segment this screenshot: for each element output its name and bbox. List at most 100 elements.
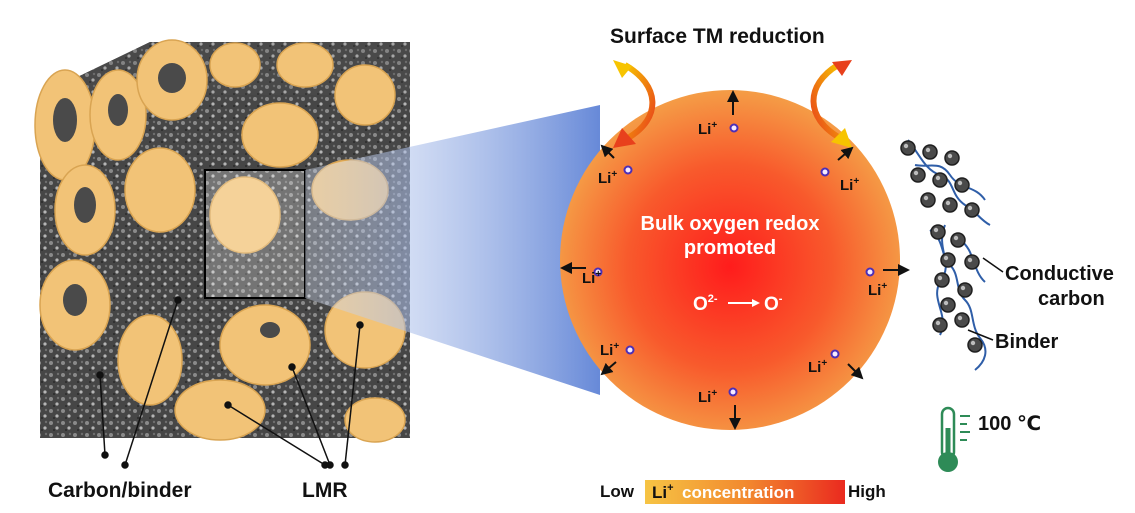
li-ion: Li+ xyxy=(600,341,635,376)
legend-low: Low xyxy=(600,482,635,501)
li-ion-marker xyxy=(625,345,635,355)
zoom-selection-box xyxy=(204,169,306,299)
lmr-particle xyxy=(209,176,281,254)
lmr-particle-zoom xyxy=(560,90,900,430)
carbon-highlight xyxy=(960,285,966,291)
li-ion-marker xyxy=(820,167,830,177)
carbon-highlight xyxy=(957,315,963,321)
label-conductive: Conductive xyxy=(1005,263,1114,285)
carbon-highlight xyxy=(967,257,973,263)
lmr-particle xyxy=(241,102,319,168)
carbon-highlight xyxy=(913,170,919,176)
carbon-sphere xyxy=(942,197,958,213)
lmr-particle xyxy=(344,397,406,443)
lmr-hole xyxy=(158,63,186,93)
lmr-particle xyxy=(117,314,183,406)
lmr-particle xyxy=(124,147,196,233)
li-ion-marker xyxy=(623,165,633,175)
lmr-particle xyxy=(174,379,266,441)
lmr-hole xyxy=(74,187,96,223)
li-ion-label: Li+ xyxy=(840,176,859,194)
li-ion-arrow xyxy=(600,144,615,159)
carbon-highlight xyxy=(935,320,941,326)
label-binder: Binder xyxy=(995,331,1059,353)
lmr-hole xyxy=(53,98,77,142)
carbon-highlight xyxy=(937,275,943,281)
carbon-sphere xyxy=(964,254,980,270)
carbon-highlight xyxy=(933,227,939,233)
carbon-sphere xyxy=(910,167,926,183)
redox-reaction: O2- O- xyxy=(693,293,783,315)
li-ion-label: Li+ xyxy=(808,358,827,376)
carbon-sphere xyxy=(964,202,980,218)
li-ion-label: Li+ xyxy=(698,388,717,406)
zoom-beam xyxy=(305,105,600,395)
carbon-network xyxy=(900,140,983,353)
legend-ion: Li+ xyxy=(652,482,674,502)
carbon-highlight xyxy=(943,300,949,306)
li-ion: Li+ xyxy=(808,349,864,380)
label-carbon: carbon xyxy=(1038,288,1105,310)
reaction-to: O- xyxy=(764,293,783,315)
carbon-sphere xyxy=(932,172,948,188)
li-ion: Li+ xyxy=(560,262,603,287)
lmr-particle xyxy=(276,42,334,88)
carbon-sphere xyxy=(944,150,960,166)
li-ion-marker xyxy=(593,267,603,277)
li-ion: Li+ xyxy=(820,146,859,194)
surface-arrow-left xyxy=(613,60,656,148)
label-leaders xyxy=(96,296,364,469)
carbon-highlight xyxy=(945,200,951,206)
lmr-holes xyxy=(53,63,280,338)
li-ion-marker xyxy=(865,267,875,277)
legend-high: High xyxy=(848,482,886,501)
label-carbon-binder: Carbon/binder xyxy=(48,479,192,502)
carbon-highlight xyxy=(903,143,909,149)
li-ion-arrow xyxy=(600,361,617,376)
lmr-particle xyxy=(334,64,396,126)
li-ion-marker xyxy=(729,123,739,133)
lmr-particle xyxy=(209,42,261,88)
carbon-highlight xyxy=(970,340,976,346)
label-temperature: 100 ℃ xyxy=(978,413,1041,435)
lmr-particle xyxy=(219,304,311,386)
li-ion-arrow xyxy=(847,363,864,380)
li-ion-marker xyxy=(830,349,840,359)
center-text-line2: promoted xyxy=(684,237,776,259)
li-ion: Li+ xyxy=(865,264,910,299)
li-ion-label: Li+ xyxy=(698,120,717,138)
carbon-sphere xyxy=(940,297,956,313)
lmr-hole xyxy=(63,284,87,316)
carbon-sphere xyxy=(954,177,970,193)
title-surface-tm-reduction: Surface TM reduction xyxy=(610,25,825,48)
carbon-sphere xyxy=(900,140,916,156)
legend-concentration: concentration xyxy=(682,483,794,502)
leader-conductive xyxy=(982,257,1004,273)
reaction-from: O2- xyxy=(693,293,718,315)
center-text-line1: Bulk oxygen redox xyxy=(641,213,820,235)
li-ion: Li+ xyxy=(698,90,739,138)
carbon-sphere xyxy=(932,317,948,333)
li-ion: Li+ xyxy=(598,144,633,187)
thermometer-icon xyxy=(938,406,970,472)
li-ion-label: Li+ xyxy=(598,169,617,187)
leader-binder xyxy=(967,329,994,341)
carbon-sphere xyxy=(934,272,950,288)
li-ion-label: Li+ xyxy=(868,281,887,299)
carbon-highlight xyxy=(925,147,931,153)
li-ion-arrow xyxy=(837,146,854,161)
label-lmr: LMR xyxy=(302,479,348,502)
carbon-highlight xyxy=(953,235,959,241)
li-ion-marker xyxy=(728,387,738,397)
carbon-highlight xyxy=(943,255,949,261)
carbon-sphere xyxy=(957,282,973,298)
li-ion: Li+ xyxy=(698,387,741,430)
lmr-hole xyxy=(108,94,128,126)
li-ion-label: Li+ xyxy=(582,269,601,287)
carbon-highlight xyxy=(935,175,941,181)
carbon-highlight xyxy=(923,195,929,201)
li-ions: Li+ Li+ Li+ Li+ Li+ Li+ Li+ Li+ xyxy=(560,90,910,430)
carbon-sphere xyxy=(930,224,946,240)
